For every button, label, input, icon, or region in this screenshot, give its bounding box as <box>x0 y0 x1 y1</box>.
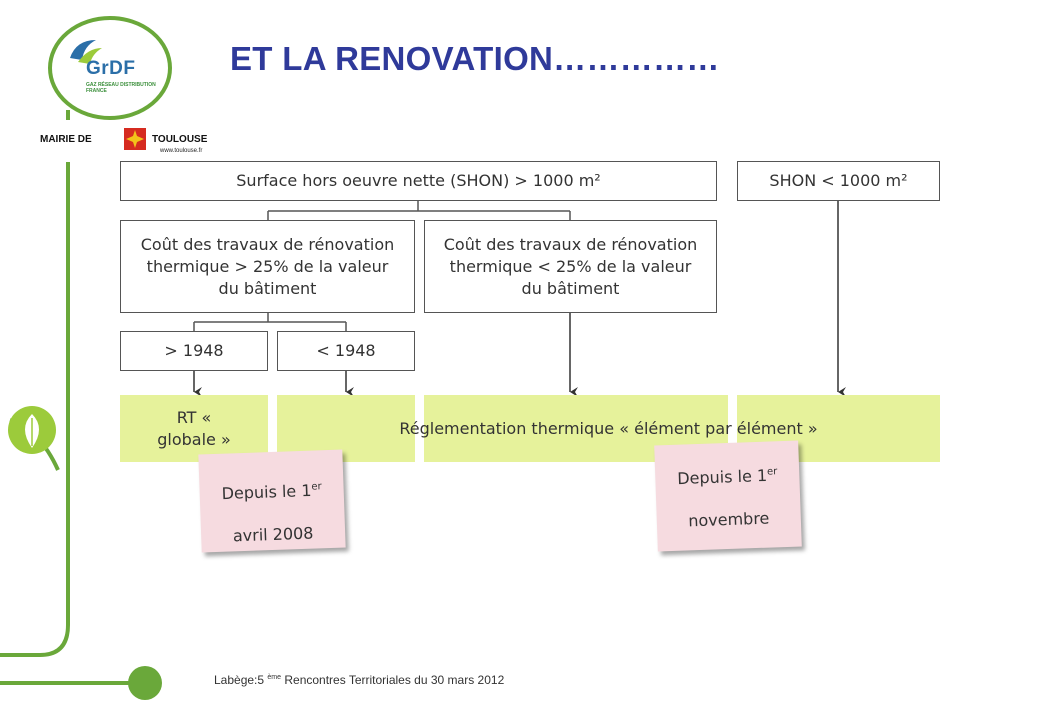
footer-text: Labège:5 ème Rencontres Territoriales du… <box>214 673 504 687</box>
note-nov-sup: er <box>766 466 778 478</box>
mairie-right-text: TOULOUSE <box>152 134 208 145</box>
box-before-1948: < 1948 <box>277 331 415 371</box>
footer-rest: Rencontres Territoriales du 30 mars 2012 <box>281 673 505 687</box>
connector-cost-split <box>193 313 347 331</box>
grdf-subtitle: GAZ RÉSEAU DISTRIBUTION FRANCE <box>86 82 156 94</box>
leaf-icon <box>8 406 56 454</box>
box-cost-low: Coût des travaux de rénovation thermique… <box>424 220 717 313</box>
note-november: Depuis le 1er novembre <box>654 440 802 552</box>
logo-ring <box>48 16 172 120</box>
grdf-logo-icon <box>70 40 102 64</box>
mairie-url: www.toulouse.fr <box>160 148 203 154</box>
mairie-toulouse-logo: MAIRIE DE TOULOUSE www.toulouse.fr <box>32 120 208 162</box>
box-shon-small: SHON < 1000 m² <box>737 161 940 201</box>
result-rt-global: RT « globale » <box>120 395 268 462</box>
note-april-prefix: Depuis le 1 <box>221 481 312 504</box>
occitan-cross-icon <box>124 128 146 150</box>
note-nov-prefix: Depuis le 1 <box>676 466 768 489</box>
grdf-name: GrDF <box>86 58 136 79</box>
footer-sup: ème <box>267 674 282 681</box>
box-shon-large: Surface hors oeuvre nette (SHON) > 1000 … <box>120 161 717 201</box>
footer-prefix: Labège:5 <box>214 673 268 687</box>
mairie-left-text: MAIRIE DE <box>40 134 92 145</box>
box-cost-high: Coût des travaux de rénovation thermique… <box>120 220 415 313</box>
connector-shon-split <box>267 201 571 220</box>
result-rt-element: Réglementation thermique « élément par é… <box>399 419 818 438</box>
note-april-rest: avril 2008 <box>232 523 314 546</box>
vine-line <box>0 110 70 657</box>
note-april-2008: Depuis le 1er avril 2008 <box>198 449 346 553</box>
box-after-1948: > 1948 <box>120 331 268 371</box>
note-nov-rest: novembre <box>687 508 770 531</box>
page-title: ET LA RENOVATION…………… <box>230 40 720 77</box>
note-april-sup: er <box>311 481 322 493</box>
footer-circle <box>128 666 162 700</box>
